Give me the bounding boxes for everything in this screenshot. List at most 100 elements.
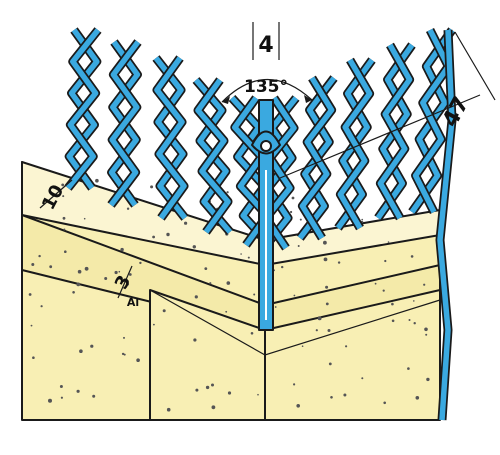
plaster-speck [327, 329, 331, 332]
plaster-speck [290, 210, 293, 214]
plaster-speck [240, 253, 242, 255]
plaster-speck [410, 255, 414, 258]
plaster-speck [293, 294, 296, 297]
plaster-speck [123, 336, 125, 339]
plaster-speck [343, 393, 347, 397]
mesh-edge-strip [437, 29, 455, 421]
plaster-speck [387, 241, 390, 243]
mesh-strand [377, 43, 413, 220]
plaster-speck [104, 277, 108, 280]
plaster-speck [325, 285, 329, 289]
plaster-speck [62, 195, 65, 198]
plaster-speck [374, 282, 377, 285]
plaster-speck [48, 398, 52, 403]
plaster-speck [211, 405, 216, 410]
plaster-speck [63, 228, 66, 231]
bead-nose-hole [260, 140, 272, 152]
right-mesh-wing [260, 27, 457, 421]
plaster-speck [211, 383, 214, 387]
plaster-speck [361, 377, 364, 380]
plaster-speck [424, 327, 428, 332]
plaster-speck [32, 356, 35, 360]
plaster-speck [49, 265, 53, 269]
plaster-speck [118, 270, 121, 273]
inner-corner-left [149, 289, 266, 421]
plaster-speck [76, 282, 81, 287]
angle-label: 135° [244, 77, 288, 97]
plaster-speck [126, 207, 130, 210]
plaster-speck [328, 362, 332, 366]
inner-corner-edge [149, 289, 441, 356]
plaster-speck [38, 254, 41, 258]
plaster-speck [407, 367, 410, 370]
plaster-speck [391, 302, 394, 306]
plaster-speck [226, 191, 229, 194]
plaster-speck [205, 385, 210, 390]
plaster-speck [95, 178, 99, 183]
mesh-strand [108, 40, 141, 207]
mesh-strand [299, 76, 335, 240]
plaster-speck [166, 407, 171, 412]
plaster-speck [194, 295, 198, 299]
plaster-speck [383, 401, 387, 405]
mesh-strand [65, 28, 101, 190]
plaster-speck [274, 306, 277, 308]
plaster-speck [250, 332, 254, 335]
plaster-speck [423, 283, 426, 286]
plaster-speck [325, 302, 329, 306]
plaster-speck [323, 240, 327, 245]
plaster-speck [90, 344, 94, 348]
plaster-speck [83, 217, 86, 220]
plaster-speck [139, 261, 142, 265]
plaster-speck [317, 316, 322, 321]
plaster-speck [76, 389, 80, 393]
plaster-speck [60, 396, 64, 399]
plaster-speck [345, 345, 348, 348]
plaster-speck [92, 394, 96, 398]
plaster-speck [128, 273, 132, 276]
plaster-speck [114, 270, 118, 275]
plaster-speck [323, 257, 328, 262]
plaster-speck [291, 196, 295, 200]
plaster-speck [209, 282, 212, 285]
plaster-speck [62, 216, 66, 220]
plaster-speck [136, 358, 140, 363]
plaster-speck [166, 232, 170, 237]
plaster-speck [72, 291, 75, 294]
plaster-speck [330, 396, 333, 399]
dimension-lines [39, 22, 496, 299]
plaster-speck [193, 338, 197, 342]
plaster-speck [31, 263, 35, 266]
plaster-speck [226, 281, 231, 285]
plaster-speck [361, 218, 364, 221]
plaster-speck [28, 293, 32, 296]
plaster-speck [293, 383, 296, 386]
plaster-speck [192, 245, 196, 249]
corner-bead-profile [251, 99, 281, 331]
plaster-speck [413, 300, 415, 302]
plaster-speck [299, 218, 302, 221]
plaster-speck [337, 261, 341, 264]
plaster-speck [315, 329, 318, 332]
plaster-speck [204, 267, 208, 270]
plaster-speck [153, 323, 155, 326]
plaster-speck [253, 293, 256, 296]
plaster-speck [296, 404, 301, 408]
mesh-strand [337, 58, 373, 230]
plaster-speck [61, 183, 65, 187]
plaster-speck [415, 396, 420, 400]
plaster-speck [257, 393, 259, 396]
plaster-speck [30, 324, 33, 327]
plaster-speck [413, 322, 416, 325]
plaster-speck [425, 333, 428, 336]
plaster-speck [64, 250, 67, 253]
plaster-speck [120, 247, 124, 252]
plaster-speck [382, 289, 385, 292]
plaster-speck [84, 266, 89, 271]
plaster-speck [59, 385, 63, 388]
left-mesh-wing [64, 27, 274, 249]
plaster-speck [391, 319, 395, 323]
mesh-strand [195, 78, 231, 234]
